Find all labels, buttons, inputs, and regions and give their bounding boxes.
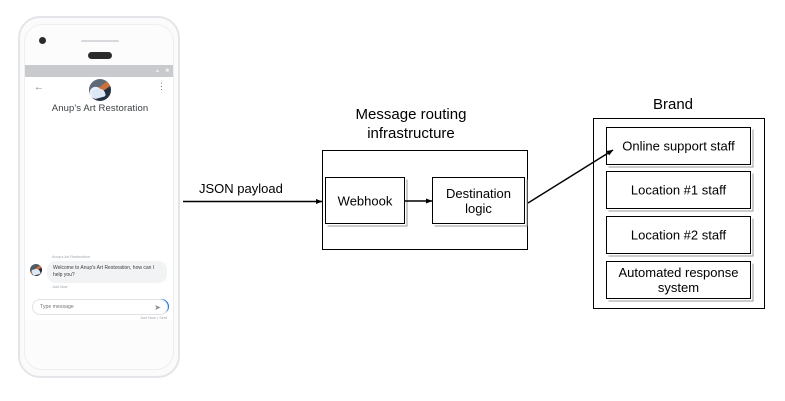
destination-logic-box[interactable]: Destination logic xyxy=(432,177,525,224)
overflow-menu-icon[interactable]: ⋮ xyxy=(157,81,166,91)
brand-avatar xyxy=(89,79,111,101)
routing-infrastructure-title: Message routing infrastructure xyxy=(355,106,467,142)
status-bar: ▴ ■ xyxy=(25,65,173,77)
location-1-staff-label: Location #1 staff xyxy=(630,182,727,198)
signal-icon: ▴ xyxy=(155,68,159,74)
send-icon[interactable]: ➤ xyxy=(154,303,161,312)
battery-icon: ■ xyxy=(165,68,169,74)
front-camera-icon xyxy=(39,37,46,44)
agent-message-row: Anup's Art Restoration Welcome to Anup's… xyxy=(25,255,173,289)
agent-name-label: Anup's Art Restoration xyxy=(52,255,90,259)
chat-brand-title: Anup's Art Restoration xyxy=(51,103,149,114)
agent-avatar-icon xyxy=(30,264,42,276)
json-payload-label: JSON payload xyxy=(199,181,283,196)
brand-title: Brand xyxy=(653,96,694,113)
phone-speaker-line xyxy=(81,40,119,42)
automated-response-system-label: Automated response system xyxy=(618,265,739,295)
automated-response-system-box[interactable]: Automated response system xyxy=(606,261,751,299)
message-input[interactable] xyxy=(40,304,140,310)
location-2-staff-box[interactable]: Location #2 staff xyxy=(606,216,751,254)
phone-screen-frame: ▴ ■ ← ⋮ Anup's Art Restoration Anup's Ar… xyxy=(24,24,174,370)
destination-logic-label: Destination logic xyxy=(445,185,512,216)
message-composer[interactable]: ➤ xyxy=(32,299,168,315)
webhook-label: Webhook xyxy=(337,193,393,208)
online-support-staff-box[interactable]: Online support staff xyxy=(606,127,751,165)
phone-mockup: ▴ ■ ← ⋮ Anup's Art Restoration Anup's Ar… xyxy=(18,16,180,378)
location-1-staff-box[interactable]: Location #1 staff xyxy=(606,171,751,209)
user-message-timestamp: Just Now • Sent xyxy=(140,315,167,320)
webhook-box[interactable]: Webhook xyxy=(325,177,405,224)
chat-app-bar: ← ⋮ Anup's Art Restoration xyxy=(25,77,173,129)
location-2-staff-label: Location #2 staff xyxy=(630,227,727,243)
agent-message-bubble: Welcome to Anup's Art Restoration, how c… xyxy=(47,260,167,283)
back-arrow-icon[interactable]: ← xyxy=(34,82,44,93)
chat-screen: ← ⋮ Anup's Art Restoration Anup's Art Re… xyxy=(25,77,173,320)
online-support-staff-label: Online support staff xyxy=(622,138,735,154)
agent-message-timestamp: Just Now xyxy=(52,284,68,289)
phone-earpiece-icon xyxy=(88,52,112,59)
